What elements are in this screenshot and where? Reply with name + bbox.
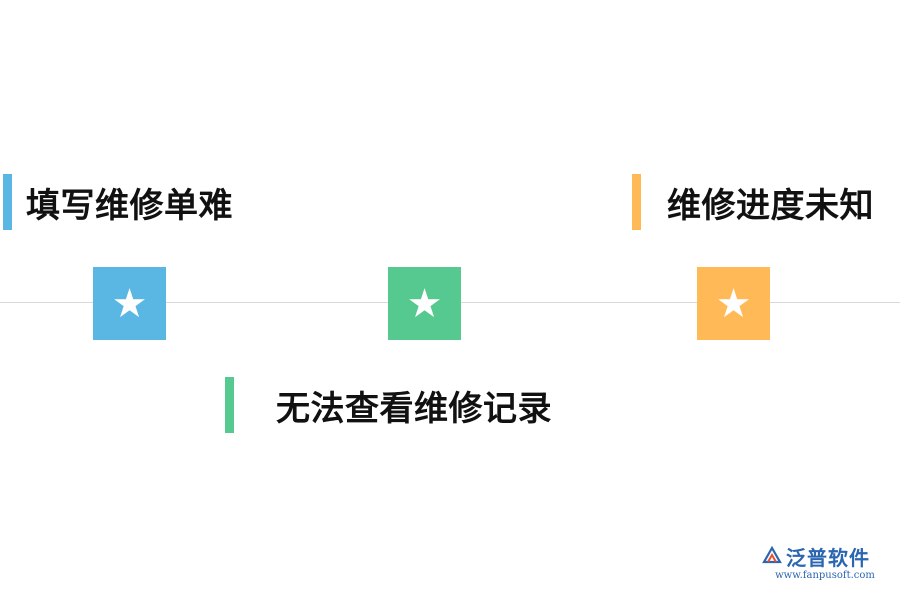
star-icon: ★ — [111, 280, 148, 327]
label-progress-unknown: 维修进度未知 — [667, 185, 874, 226]
node-3-star: ★ — [697, 267, 770, 340]
brand-name: 泛普软件 — [786, 546, 870, 570]
node-2-star: ★ — [388, 267, 461, 340]
accent-bar-blue — [3, 174, 12, 230]
node-1-star: ★ — [93, 267, 166, 340]
label-group-3: 维修进度未知 — [632, 174, 874, 230]
label-view-records: 无法查看维修记录 — [276, 388, 552, 429]
watermark: 泛普软件 www.fanpusoft.com — [760, 542, 890, 582]
star-icon: ★ — [715, 280, 752, 327]
accent-bar-orange — [632, 174, 641, 230]
label-group-2: 无法查看维修记录 — [225, 377, 552, 433]
label-group-1: 填写维修单难 — [3, 174, 233, 230]
star-icon: ★ — [406, 280, 443, 327]
brand-url: www.fanpusoft.com — [775, 570, 875, 581]
label-fill-form: 填写维修单难 — [26, 185, 233, 226]
accent-bar-green — [225, 377, 234, 433]
brand-logo-icon — [762, 545, 782, 564]
